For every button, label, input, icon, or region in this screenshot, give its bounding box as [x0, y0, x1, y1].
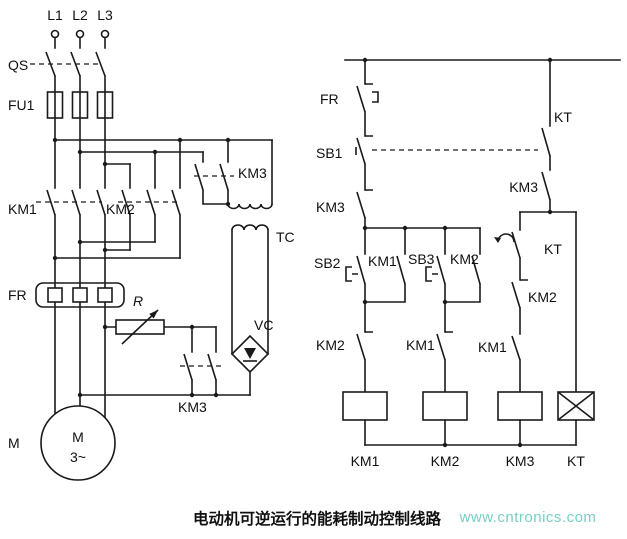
motor-phase-mark: 3~	[70, 449, 86, 465]
label-km3-interlock: KM3	[316, 199, 345, 215]
terminal-l2	[75, 29, 85, 39]
r-resistor: R	[104, 293, 217, 345]
terminal-l3	[100, 29, 110, 39]
label-km1-seal: KM1	[368, 253, 397, 269]
label-r: R	[133, 293, 143, 309]
km3-brake-contacts: KM3	[79, 326, 251, 415]
label-sb2: SB2	[314, 255, 341, 271]
diode-icon	[244, 348, 256, 359]
km3-coil-branch: KT KM2 KM1	[478, 211, 562, 393]
km2-interlock-contact: KM2	[316, 301, 373, 393]
label-km3-primary: KM3	[238, 165, 267, 181]
km2-main-contacts: KM2	[54, 139, 273, 259]
label-coil-km1: KM1	[351, 453, 380, 469]
label-coil-kt: KT	[567, 453, 585, 469]
km1-coil	[342, 391, 388, 421]
label-km2-seal: KM2	[450, 251, 479, 267]
motor: M 3~ M	[8, 405, 116, 481]
sb1-button: SB1	[316, 135, 538, 191]
label-km1-main: KM1	[8, 201, 37, 217]
label-fr-main: FR	[8, 287, 27, 303]
fr-housing	[35, 282, 125, 308]
fr-heater-1	[47, 287, 63, 303]
tc-transformer: TC	[227, 139, 295, 355]
label-km1-aux: KM1	[478, 339, 507, 355]
fr-contact: FR	[320, 59, 379, 137]
fr-heater-2	[72, 287, 88, 303]
main-junctions	[52, 137, 231, 398]
label-km2-right: KM2	[528, 289, 557, 305]
kt-km3-branch: KT KM3	[509, 59, 577, 213]
watermark: www.cntronics.com	[459, 509, 597, 526]
phase-conductors	[54, 36, 106, 419]
label-kt-delay: KT	[544, 241, 562, 257]
fr-thermal-main: FR	[8, 282, 125, 308]
label-km1-interlock: KM1	[406, 337, 435, 353]
main-circuit: L1 L2 L3 QS FU1	[8, 7, 295, 481]
km3-coil	[497, 391, 543, 421]
label-sb3: SB3	[408, 251, 435, 267]
coils: KM1 KM2 KM3 KT	[342, 391, 595, 469]
motor-circle	[40, 405, 116, 481]
resistor-arrowhead	[149, 310, 158, 319]
tc-primary-winding	[227, 203, 273, 210]
label-km2-interlock: KM2	[316, 337, 345, 353]
sb3-km2-branch: SB3 KM2	[408, 227, 481, 303]
motor-letter: M	[72, 429, 84, 445]
label-fu1: FU1	[8, 97, 35, 113]
label-tc: TC	[276, 229, 295, 245]
control-junctions	[362, 57, 553, 448]
fuse-1	[46, 91, 64, 119]
sb2-km1-branch: SB2 KM1	[314, 227, 406, 303]
label-km3-brake: KM3	[178, 399, 207, 415]
control-circuit: FR SB1 KM3 SB2 KM1	[314, 57, 621, 469]
label-coil-km3: KM3	[506, 453, 535, 469]
label-l2: L2	[72, 7, 88, 23]
label-l3: L3	[97, 7, 113, 23]
tc-secondary-winding	[231, 224, 269, 231]
phase-terminals: L1 L2 L3	[47, 7, 113, 39]
km1-main-contacts: KM1	[8, 189, 106, 217]
label-km2-main: KM2	[106, 201, 135, 217]
fuse-3	[96, 91, 114, 119]
delay-arrow-icon	[494, 237, 501, 243]
label-l1: L1	[47, 7, 63, 23]
label-km3-aux: KM3	[509, 179, 538, 195]
km3-primary-contacts: KM3	[194, 139, 267, 205]
fuse-2	[71, 91, 89, 119]
kt-coil-cross	[557, 391, 595, 421]
label-qs: QS	[8, 57, 28, 73]
diagram-caption: 电动机可逆运行的能耗制动控制线路	[193, 509, 442, 528]
km3-interlock-contact: KM3	[316, 189, 373, 229]
label-sb1: SB1	[316, 145, 343, 161]
fr-heater-3	[97, 287, 113, 303]
label-m: M	[8, 435, 20, 451]
vc-rectifier: VC	[230, 317, 273, 396]
label-vc: VC	[254, 317, 273, 333]
label-kt-contact: KT	[554, 109, 572, 125]
terminal-l1	[50, 29, 60, 39]
km1-interlock-contact: KM1	[406, 301, 453, 393]
fu1-fuses: FU1	[8, 91, 114, 119]
qs-switch: QS	[8, 51, 106, 77]
label-coil-km2: KM2	[431, 453, 460, 469]
km2-coil	[422, 391, 468, 421]
label-fr-contact: FR	[320, 91, 339, 107]
